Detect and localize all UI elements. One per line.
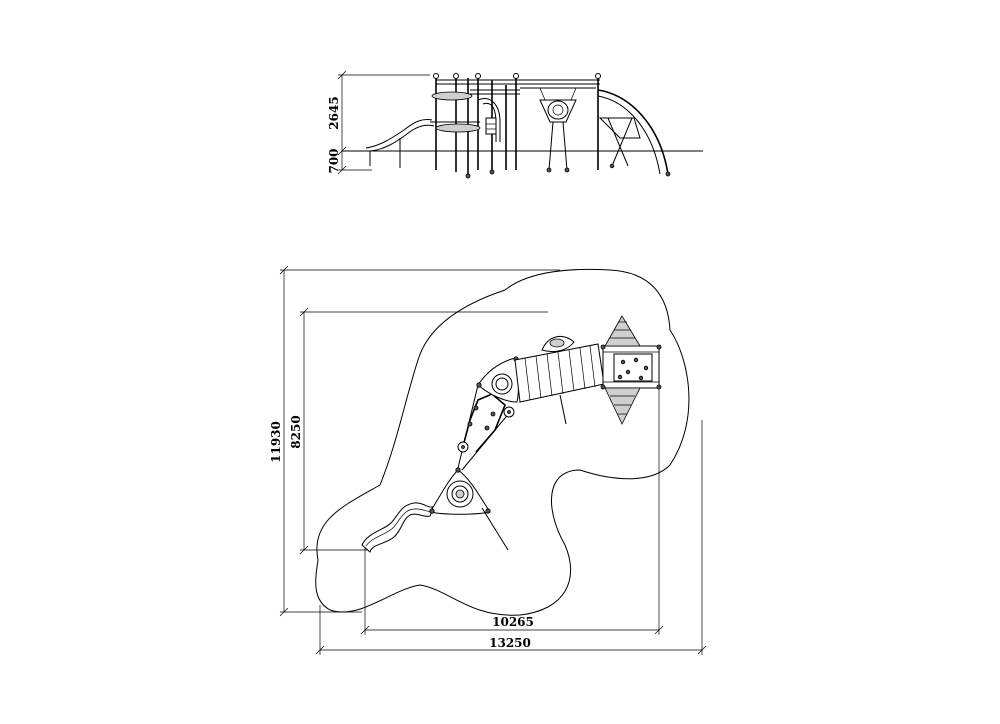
climbing-wall-plan	[600, 315, 662, 425]
tower-curved-climber	[477, 98, 501, 142]
top-rail-elevation	[436, 79, 600, 89]
dimension-elevation-upper: 2645	[327, 70, 430, 156]
lower-triangle-platform	[429, 467, 509, 551]
slide-elevation	[365, 119, 435, 168]
top-plan-view: 13250 10265 11930 8250	[269, 265, 707, 655]
dimension-plan-height-outer: 11930	[269, 265, 560, 617]
slide-plan	[361, 502, 435, 553]
dimension-label-plan-height-outer: 11930	[269, 421, 283, 463]
arch-climber-elevation	[595, 73, 671, 177]
dimension-plan-width-inner: 10265	[360, 385, 664, 635]
tower-platforms-elevation	[430, 89, 520, 133]
dimension-label-plan-width-inner: 10265	[492, 615, 534, 629]
hanging-net-plan	[541, 335, 575, 353]
dimension-elevation-lower: 700	[327, 148, 372, 175]
dimension-plan-width-outer: 13250	[315, 420, 707, 655]
side-elevation-view: 2645 700	[327, 70, 703, 179]
upper-triangle-platform	[476, 356, 519, 403]
dimension-label-plan-width-outer: 13250	[489, 636, 531, 650]
safety-zone-outline	[315, 268, 690, 616]
hanging-net-elevation	[539, 87, 577, 173]
dimension-label-elevation-upper: 2645	[327, 96, 341, 129]
dimension-label-plan-height-inner: 8250	[289, 415, 303, 448]
dimension-label-elevation-lower: 700	[327, 148, 341, 173]
dimension-plan-height-inner: 8250	[289, 307, 548, 555]
ladder-walkway-plan	[514, 343, 605, 425]
